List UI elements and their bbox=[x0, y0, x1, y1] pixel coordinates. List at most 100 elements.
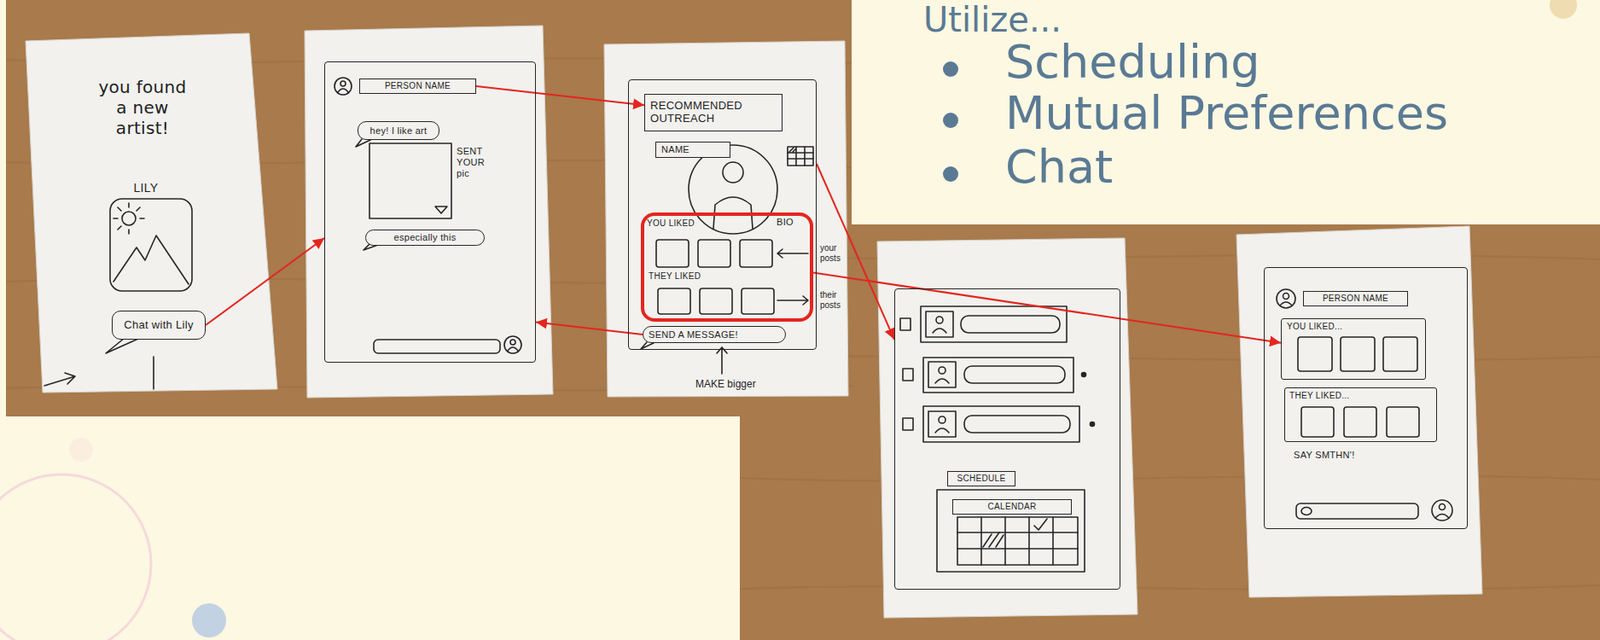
thumbnail bbox=[656, 239, 689, 268]
thumbnail bbox=[1383, 337, 1418, 372]
prompt-text: SAY SMTHN'! bbox=[1293, 449, 1356, 461]
phone-screen: RECOMMENDED OUTREACH NAME YOU LIKEDBIOTHEY… bbox=[628, 79, 817, 350]
input-bar bbox=[373, 339, 501, 354]
wood-photo bbox=[5, 0, 852, 417]
avatar-body bbox=[337, 88, 349, 93]
avatar-icon bbox=[334, 77, 352, 95]
avatar-icon bbox=[928, 411, 956, 437]
paper-sheet bbox=[604, 40, 849, 397]
leader-arrow bbox=[777, 296, 809, 305]
box-label: CALENDAR bbox=[988, 501, 1037, 512]
phone-screen: SCHEDULE CALENDAR bbox=[894, 288, 1121, 590]
name-tag: PERSON NAME bbox=[359, 78, 477, 94]
avatar-body bbox=[507, 347, 518, 351]
check-mark bbox=[1034, 518, 1048, 530]
paper-sheet bbox=[25, 33, 278, 393]
pen-stroke bbox=[152, 356, 155, 390]
thumbnail bbox=[739, 239, 773, 268]
name-tag: PERSON NAME bbox=[1303, 290, 1408, 307]
calendar-grid bbox=[787, 146, 814, 166]
profile-circle bbox=[688, 145, 778, 234]
box-label: NAME bbox=[661, 144, 690, 156]
artist-name: LILY bbox=[120, 180, 172, 196]
chat-row bbox=[923, 406, 1080, 443]
bullet-dot bbox=[942, 61, 959, 77]
wood-photo bbox=[739, 224, 1600, 640]
name-tag: NAME bbox=[655, 141, 731, 158]
artwork-frame bbox=[110, 198, 192, 291]
thumbnail bbox=[1344, 407, 1377, 437]
flow-arrow bbox=[816, 163, 895, 340]
avatar-body bbox=[1280, 302, 1292, 306]
box-label: SEND A MESSAGE! bbox=[648, 329, 739, 341]
image-placeholder bbox=[369, 143, 452, 219]
deco-dot bbox=[192, 603, 227, 638]
calendar-header: CALENDAR bbox=[952, 499, 1072, 515]
flow-arrow bbox=[813, 272, 1281, 343]
handwritten-note: you found a new artist! bbox=[92, 76, 193, 139]
sun-rays bbox=[113, 203, 145, 234]
slide-heading: Utilize... bbox=[923, 0, 1062, 40]
unread-dot bbox=[1090, 422, 1095, 427]
avatar-icon bbox=[1431, 500, 1453, 521]
paper-sheet bbox=[877, 238, 1138, 618]
avatar-icon bbox=[928, 361, 956, 388]
phone-screen: SENT YOUR pic PERSON NAME hey! I like art e… bbox=[324, 61, 536, 363]
annotation: MAKE bigger bbox=[695, 378, 757, 391]
bullet-dot bbox=[942, 166, 959, 182]
annotation: your posts bbox=[820, 243, 846, 263]
deco-dot bbox=[1549, 0, 1577, 19]
thumbnail bbox=[1386, 407, 1420, 437]
annotation: SENT YOUR pic bbox=[456, 145, 491, 181]
highlight-box: YOU LIKEDBIOTHEY LIKED bbox=[640, 212, 814, 322]
avatar-head bbox=[340, 81, 346, 87]
profile-head bbox=[722, 162, 744, 183]
box-label: especially this bbox=[394, 232, 457, 244]
deco-dot bbox=[69, 437, 94, 462]
box-label: PERSON NAME bbox=[1322, 293, 1389, 304]
box-label: RECOMMENDED OUTREACH bbox=[650, 99, 777, 126]
avatar-head bbox=[1283, 293, 1290, 300]
chat-bubble: hey! I like art bbox=[357, 121, 440, 140]
leader-arrow bbox=[716, 347, 728, 374]
checkbox bbox=[902, 368, 914, 381]
calendar-icon bbox=[787, 146, 814, 166]
chat-row bbox=[923, 357, 1074, 393]
section-label: THEY LIKED bbox=[648, 271, 701, 282]
calendar-grid bbox=[957, 517, 1078, 565]
thumbnail bbox=[1340, 337, 1375, 372]
bullet-item: Chat bbox=[1005, 140, 1113, 194]
message-button: SEND A MESSAGE! bbox=[642, 325, 786, 344]
bullet-dot bbox=[942, 112, 959, 128]
box-label: hey! I like art bbox=[370, 125, 428, 137]
avatar-head bbox=[510, 339, 516, 345]
avatar-head bbox=[1439, 504, 1446, 511]
message-preview bbox=[964, 415, 1071, 433]
sketch-paper: you found a new artist! LILY Chat with Lil… bbox=[25, 33, 278, 391]
flow-arrow bbox=[205, 238, 325, 326]
avatar-body bbox=[932, 328, 949, 433]
paper-sheet bbox=[304, 25, 553, 398]
checkbox bbox=[902, 418, 914, 431]
busy-hatch bbox=[983, 532, 1004, 547]
thumbnail bbox=[698, 239, 731, 268]
bullet-item: Scheduling bbox=[1005, 35, 1260, 89]
box-label: PERSON NAME bbox=[384, 81, 451, 92]
like-mark bbox=[435, 206, 448, 214]
phone-screen: SAY SMTHN'! PERSON NAME YOU LIKED... THEY L… bbox=[1263, 267, 1468, 530]
section-label: YOU LIKED bbox=[646, 218, 695, 229]
pen-sketch bbox=[44, 77, 1453, 572]
flow-arrow bbox=[476, 86, 645, 105]
gallery-panel: YOU LIKED... bbox=[1280, 318, 1426, 380]
calendar-panel bbox=[936, 489, 1085, 572]
sun-sketch bbox=[122, 211, 136, 226]
avatar-icon bbox=[1276, 289, 1296, 309]
section-label: THEY LIKED... bbox=[1289, 390, 1350, 402]
speech-bubble: Chat with Lily bbox=[111, 310, 206, 340]
avatar-icon bbox=[925, 311, 954, 338]
bubble-tail bbox=[640, 342, 654, 350]
gallery-panel: THEY LIKED... bbox=[1284, 387, 1438, 443]
swipe-arrow bbox=[44, 372, 76, 386]
chat-icon bbox=[1301, 507, 1312, 516]
section-tag: SCHEDULE bbox=[947, 471, 1016, 487]
